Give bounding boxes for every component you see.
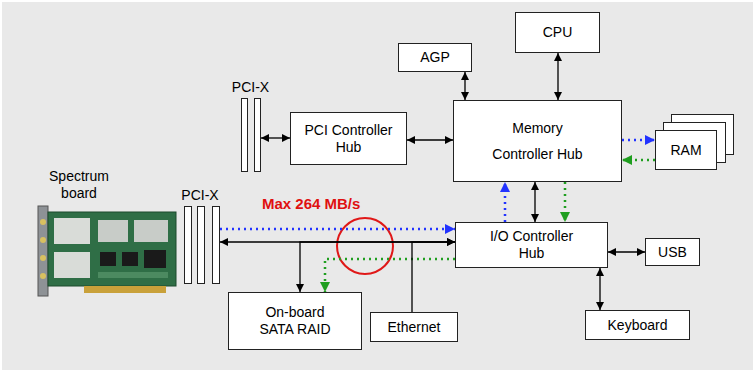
box-label: On-board SATA RAID (250, 304, 340, 338)
data-flow-arrow (325, 259, 455, 292)
box-label: AGP (420, 49, 450, 66)
highlight-circle (337, 218, 393, 274)
board-shield (98, 220, 128, 242)
board-bracket (38, 206, 48, 296)
board-shield (134, 220, 168, 242)
cpu-box: CPU (515, 12, 600, 53)
slot-bar (254, 98, 261, 172)
pci-slot: PCI-X (180, 206, 220, 284)
box-label: Keyboard (608, 317, 668, 334)
box-label: I/O Controller Hub (482, 228, 582, 262)
bus-connector (261, 137, 290, 138)
data-flow-arrow (220, 228, 455, 231)
box-label: RAM (670, 142, 701, 159)
ram-box: RAM (655, 130, 717, 170)
box-label: CPU (543, 24, 573, 41)
bus-connector (407, 139, 453, 140)
port-box: Ethernet (370, 312, 458, 342)
slot-bar (212, 206, 220, 284)
board-chip (144, 250, 166, 268)
bandwidth-note: Max 264 MB/s (262, 195, 360, 213)
slot-label: PCI-X (181, 187, 218, 203)
bus-connector (464, 72, 465, 100)
controller-box: I/O Controller Hub (455, 222, 608, 268)
slot-bar (241, 98, 248, 172)
board-label: Spectrum board (40, 168, 118, 202)
board-contacts (84, 286, 166, 293)
box-label: PCI Controller Hub (296, 122, 401, 156)
slot-bar (184, 206, 192, 284)
board-chip (122, 252, 138, 266)
box-label: Memory Controller Hub (488, 115, 588, 167)
pci-slot: PCI-X (240, 98, 261, 172)
board-shield (54, 218, 90, 244)
board-trace (98, 272, 168, 278)
storage-box: On-board SATA RAID (228, 292, 362, 350)
port-box: Keyboard (585, 310, 690, 340)
bus-connector (557, 53, 558, 100)
bus-connector (300, 242, 455, 292)
board-connector (40, 219, 46, 225)
port-box: USB (645, 238, 700, 266)
bus-connector (534, 182, 535, 222)
box-label: USB (658, 244, 687, 261)
board-chip (100, 252, 116, 266)
data-flow-arrow (504, 182, 507, 222)
bus-connector (608, 251, 645, 252)
controller-box: Memory Controller Hub (453, 100, 622, 182)
data-flow-arrow (622, 139, 655, 142)
board-pcb (48, 212, 176, 286)
slot-bar (197, 206, 205, 284)
board-connector (40, 237, 46, 243)
box-label: Ethernet (388, 319, 441, 336)
board-connector (40, 255, 46, 261)
agp-box: AGP (398, 43, 472, 72)
data-flow-arrow (622, 159, 655, 162)
controller-box: PCI Controller Hub (290, 112, 407, 165)
board-illustration (38, 206, 176, 296)
bus-connector (599, 268, 600, 310)
data-flow-arrow (564, 182, 567, 222)
board-shield (54, 252, 90, 278)
slot-label: PCI-X (232, 79, 269, 95)
bus-connector (412, 242, 455, 312)
board-connector (40, 273, 46, 279)
